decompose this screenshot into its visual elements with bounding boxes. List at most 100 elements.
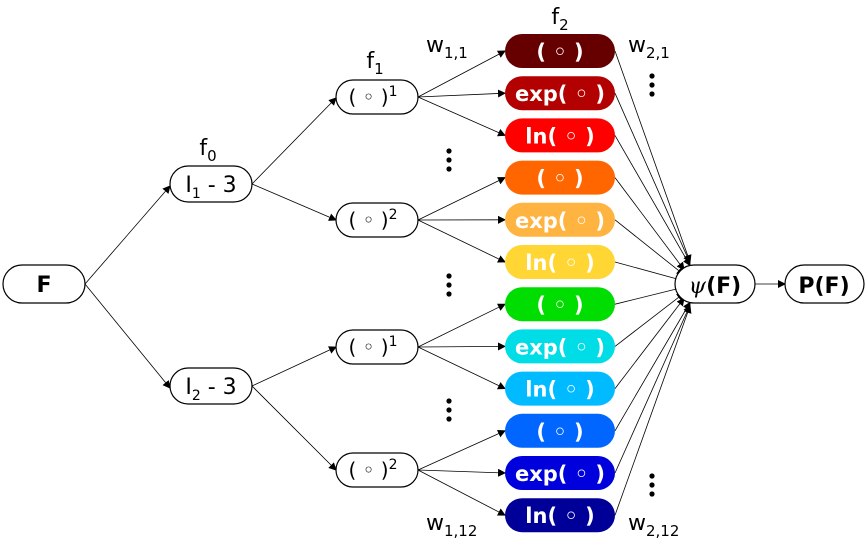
f1-title-sub: 1 (374, 60, 384, 78)
edge-l1-4-to-l2-10 (417, 430, 506, 471)
ellipsis-5 (649, 473, 655, 497)
edge-l2-5-to-psi (614, 219, 685, 276)
output-node: P(F) (784, 264, 865, 304)
edge-l2-2-to-psi (614, 93, 691, 264)
f0-title: f0 (199, 136, 216, 165)
psi-symbol: ψ (689, 274, 707, 299)
edge-f-to-i2 (84, 283, 171, 389)
weight-w1-1-sub: 1,1 (444, 44, 468, 62)
edge-l2-12-to-psi (614, 305, 692, 516)
edge-l2-3-to-psi (614, 135, 691, 267)
level1-node-1: ( ◦ )1 (335, 79, 419, 115)
level2-node-3-label: ln( ◦ ) (525, 124, 594, 148)
ellipsis-dots (446, 73, 655, 497)
level2-node-2: exp( ◦ ) (505, 76, 615, 111)
weight-label-w1-1: w1,1 (426, 33, 468, 62)
edge-l1-2-to-l2-6 (417, 219, 506, 263)
f0-title-sub: 0 (207, 147, 217, 165)
edge-l1-4-to-l2-11 (417, 468, 506, 477)
f2-title-sub: 2 (559, 16, 569, 34)
level1-label-sup: 1 (389, 334, 398, 350)
level2-node-11-label: exp( ◦ ) (515, 462, 605, 486)
f0-title-base: f (199, 136, 208, 161)
level2-node-4: ( ◦ ) (505, 160, 615, 195)
level0-node-1-label: I1 - 3 (185, 173, 236, 202)
ellipsis-4 (649, 73, 655, 97)
edge-l1-3-to-l2-7 (417, 303, 506, 348)
level2-node-6-label: ln( ◦ ) (525, 251, 594, 275)
level2-node-6: ln( ◦ ) (505, 245, 615, 279)
level0-node-2-label: I2 - 3 (185, 375, 236, 404)
edge-i2-to-l1-4 (251, 385, 337, 471)
f2-title-base: f (551, 5, 560, 30)
edge-f-to-i1 (84, 185, 171, 285)
level0-node-2-base: I (185, 375, 192, 400)
level1-nodes: ( ◦ )1( ◦ )2( ◦ )1( ◦ )2 (335, 79, 419, 488)
level0-node-1-sub: 1 (192, 186, 201, 202)
level1-node-2-label: ( ◦ )2 (348, 207, 397, 232)
level0-node-1-suffix: - 3 (201, 173, 237, 198)
ellipsis-1 (446, 148, 452, 172)
f2-title: f2 (551, 5, 568, 34)
level1-node-4-label: ( ◦ )2 (348, 457, 397, 482)
edge-l2-9-to-psi (614, 297, 685, 389)
weight-w2-1-sub: 2,1 (646, 44, 670, 62)
level2-node-7: ( ◦ ) (505, 287, 615, 322)
edge-l2-1-to-psi (614, 50, 692, 263)
level1-label-base: ( ◦ ) (348, 335, 388, 359)
level2-node-5: exp( ◦ ) (505, 202, 615, 237)
weight-w2-12-sub: 2,12 (646, 522, 679, 540)
edge-i1-to-l1-1 (251, 97, 337, 185)
level2-nodes: ( ◦ ) exp( ◦ ) ln( ◦ ) ( ◦ ) exp( ◦ ) ln( ◦ )… (505, 34, 615, 533)
input-node-label: F (36, 273, 51, 298)
edge-l1-4-to-l2-12 (417, 469, 506, 516)
level2-node-10: ( ◦ ) (505, 413, 615, 448)
level2-node-2-label: exp( ◦ ) (515, 82, 605, 106)
level1-label-sup: 2 (389, 457, 398, 473)
level2-node-3: ln( ◦ ) (505, 118, 615, 153)
level2-node-8: exp( ◦ ) (505, 329, 615, 364)
level2-node-8-label: exp( ◦ ) (515, 335, 605, 359)
level1-node-3-label: ( ◦ )1 (348, 334, 397, 359)
level2-node-7-label: ( ◦ ) (536, 293, 583, 317)
edge-l2-4-to-psi (614, 177, 685, 271)
weight-w1-1-base: w (426, 33, 444, 58)
edge-l1-1-to-l2-3 (417, 96, 506, 137)
level2-node-1: ( ◦ ) (505, 34, 615, 68)
ellipsis-3 (446, 398, 452, 422)
edge-i1-to-l1-2 (251, 183, 337, 221)
level1-label-base: ( ◦ ) (348, 208, 388, 232)
level0-node-1-base: I (185, 173, 192, 198)
level1-node-3: ( ◦ )1 (335, 329, 419, 365)
edge-l1-1-to-l2-1 (417, 50, 506, 98)
level1-node-2: ( ◦ )2 (335, 202, 419, 238)
edge-l2-10-to-psi (614, 301, 691, 432)
weight-label-w2-1: w2,1 (628, 33, 670, 62)
level2-node-11: exp( ◦ ) (505, 456, 615, 490)
psi-node: ψ(F) (674, 264, 756, 304)
edge-l2-7-to-psi (614, 284, 685, 305)
level0-node-1: I1 - 3 (169, 165, 253, 203)
edge-l1-3-to-l2-9 (417, 346, 506, 390)
level2-node-4-label: ( ◦ ) (536, 167, 583, 191)
edge-l2-8-to-psi (614, 292, 685, 347)
level1-label-sup: 1 (389, 84, 398, 100)
psi-node-label: ψ(F) (689, 274, 741, 299)
weight-w2-12-base: w (628, 511, 646, 536)
weight-label-w1-12: w1,12 (426, 511, 477, 540)
edge-l1-3-to-l2-8 (417, 342, 506, 351)
psi-arg: (F) (706, 274, 741, 299)
input-node-f: F (2, 264, 86, 304)
level2-node-1-label: ( ◦ ) (536, 40, 583, 64)
level2-node-5-label: exp( ◦ ) (515, 209, 605, 233)
weight-w2-1-base: w (628, 33, 646, 58)
level1-node-1-label: ( ◦ )1 (348, 84, 397, 109)
level0-node-2-sub: 2 (192, 388, 201, 404)
edge-l1-1-to-l2-2 (417, 89, 506, 98)
weight-w1-12-sub: 1,12 (444, 522, 477, 540)
level1-label-base: ( ◦ ) (348, 85, 388, 109)
weight-label-w2-12: w2,12 (628, 511, 679, 540)
level2-node-9-label: ln( ◦ ) (525, 378, 594, 402)
edges (84, 50, 786, 516)
